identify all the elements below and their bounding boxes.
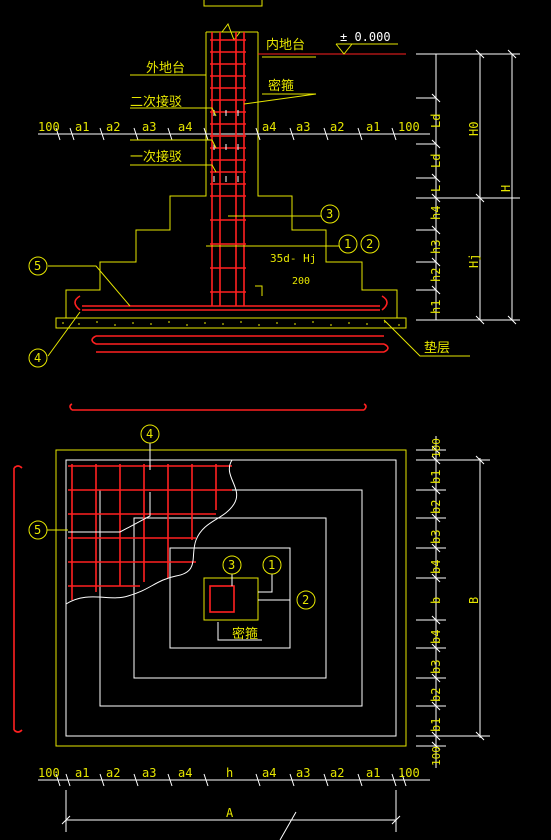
plan-callout-2: 2 — [302, 593, 309, 607]
plan-stirrup-label: 密箍 — [232, 626, 258, 642]
top-dim-2: a2 — [106, 120, 120, 134]
second-splice-label: 二次接驳 — [130, 94, 182, 110]
top-dim-5: a4 — [262, 120, 276, 134]
bot-dim-8: a2 — [330, 766, 344, 780]
plan-rdim-1: b1 — [429, 470, 443, 484]
right-dim-h2: h2 — [429, 268, 443, 282]
bot-dim-10: 100 — [398, 766, 420, 780]
top-dim-1: a1 — [75, 120, 89, 134]
plan-view: 4 5 3 1 2 密箍 100 b1 b2 b3 b4 b b4 b3 b2 … — [13, 403, 490, 840]
plan-rdim-2: b2 — [429, 500, 443, 514]
bot-dim-2: a2 — [106, 766, 120, 780]
bot-dim-7: a3 — [296, 766, 310, 780]
plan-callout-1: 1 — [268, 558, 275, 572]
plan-rdim-9: b1 — [429, 718, 443, 732]
bot-dim-0: 100 — [38, 766, 60, 780]
top-dim-9: 100 — [398, 120, 420, 134]
callout-2: 2 — [366, 237, 373, 251]
cushion-label: 垫层 — [424, 340, 450, 356]
right-dim-ld1: Ld — [429, 114, 443, 128]
plan-rdim-3: b3 — [429, 530, 443, 544]
bot-dim-1: a1 — [75, 766, 89, 780]
callout-4: 4 — [34, 351, 41, 365]
elevation-label: ± 0.000 — [340, 30, 391, 44]
bot-dim-4: a4 — [178, 766, 192, 780]
plan-callout-4: 4 — [146, 427, 153, 441]
plan-rdim-8: b2 — [429, 688, 443, 702]
top-dim-4: a4 — [178, 120, 192, 134]
dim-b-big: B — [467, 597, 481, 604]
right-dim-h3: h3 — [429, 240, 443, 254]
plan-rdim-0: 100 — [430, 438, 443, 458]
plan-rdim-7: b3 — [429, 660, 443, 674]
plan-rdim-6: b4 — [429, 630, 443, 644]
dim-hj: Hj — [467, 254, 481, 268]
dim-a-big: A — [226, 806, 234, 820]
plan-callout-3: 3 — [228, 558, 235, 572]
anchor-label: 35d- Hj — [270, 252, 316, 265]
bot-dim-6: a4 — [262, 766, 276, 780]
top-dim-0: 100 — [38, 120, 60, 134]
right-dim-l: L — [429, 185, 443, 192]
right-dim-h1: h1 — [429, 300, 443, 314]
top-dim-6: a3 — [296, 120, 310, 134]
cushion-hatch — [62, 321, 400, 326]
callout-3: 3 — [326, 207, 333, 221]
spacing-label: 200 — [292, 276, 310, 287]
first-splice-label: 一次接驳 — [130, 149, 182, 165]
plan-callout-5: 5 — [34, 523, 41, 537]
bot-dim-9: a1 — [366, 766, 380, 780]
right-dim-ld2: Ld — [429, 154, 443, 168]
right-dim-h4: h4 — [429, 206, 443, 220]
plan-rdim-10: 100 — [430, 746, 443, 766]
stirrup-label: 密箍 — [268, 78, 294, 94]
dim-h0: H0 — [467, 122, 481, 136]
plan-rdim-4: b4 — [429, 560, 443, 574]
top-dim-8: a1 — [366, 120, 380, 134]
top-dim-3: a3 — [142, 120, 156, 134]
bot-dim-3: a3 — [142, 766, 156, 780]
callout-5: 5 — [34, 259, 41, 273]
callout-1: 1 — [344, 237, 351, 251]
top-dim-7: a2 — [330, 120, 344, 134]
inner-ground-label: 内地台 — [266, 37, 305, 53]
plan-rdim-5: b — [429, 597, 443, 604]
bot-dim-5: h — [226, 766, 233, 780]
section-view: ± 0.000 内地台 外地台 密箍 二次接驳 一次接驳 35d- Hj 20 — [28, 0, 520, 368]
outer-ground-label: 外地台 — [146, 61, 185, 76]
dim-h: H — [499, 185, 513, 192]
